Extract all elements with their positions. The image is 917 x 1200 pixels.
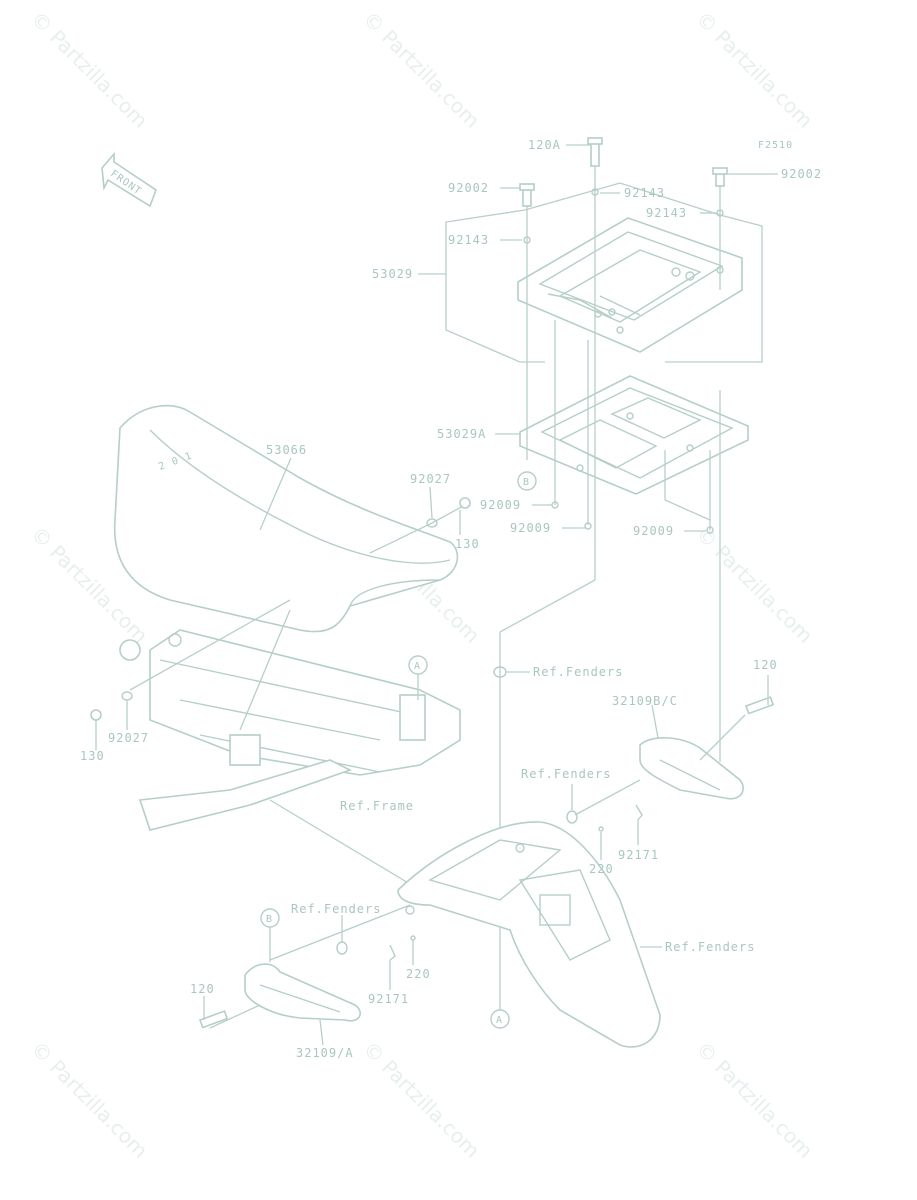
clip-icon (598, 826, 604, 832)
label-ref-fenders-right: Ref.Fenders (665, 940, 755, 954)
bolt-120-left (198, 1010, 229, 1029)
carrier-53029 (517, 217, 743, 353)
label-92143-a: 92143 (624, 186, 665, 200)
bolt-120-right (744, 696, 775, 715)
front-arrow-icon: FRONT (101, 151, 157, 208)
leader-line (699, 714, 746, 761)
label-120a: 120A (528, 138, 561, 152)
label-130-top: 130 (455, 537, 480, 551)
label-92143-b: 92143 (646, 206, 687, 220)
leader-line (239, 609, 291, 731)
collar-icon (584, 522, 592, 530)
callout-b-top: B (517, 471, 537, 491)
watermark: © Partzilla.com (26, 1037, 152, 1163)
clip-icon (410, 935, 416, 941)
grab-bar-right (639, 737, 744, 800)
label-32109bc: 32109B/C (612, 694, 678, 708)
label-130-left: 130 (80, 749, 105, 763)
callout-a-top: A (408, 655, 428, 675)
label-32109a: 32109/A (296, 1046, 354, 1060)
bolt-120a (587, 137, 603, 167)
label-92002-right: 92002 (781, 167, 822, 181)
leader-line (269, 904, 411, 961)
bolt-head-icon (459, 497, 471, 509)
label-92171-right: 92171 (618, 848, 659, 862)
label-92009-b: 92009 (510, 521, 551, 535)
leader-line (209, 1004, 261, 1029)
carrier-plate-53029a (519, 375, 749, 495)
seat-53066: 2 0 1 (113, 405, 459, 633)
group-bracket (524, 182, 763, 363)
part-labels: 120A 92002 92002 92143 92143 92143 53029… (80, 138, 822, 1060)
label-92143-c: 92143 (448, 233, 489, 247)
svg-text:A: A (496, 1015, 503, 1026)
label-92009-c: 92009 (633, 524, 674, 538)
label-120-left: 120 (190, 982, 215, 996)
washer-icon (591, 188, 599, 196)
grommet-icon (566, 810, 578, 824)
label-ref-fenders-left: Ref.Fenders (291, 902, 381, 916)
washer-icon (426, 518, 438, 528)
collar-icon (706, 526, 714, 534)
label-ref-frame: Ref.Frame (340, 799, 414, 813)
leader-lines (499, 145, 721, 1010)
label-92009-a: 92009 (480, 498, 521, 512)
bolt-head-icon (90, 709, 102, 721)
frame (119, 629, 461, 831)
label-ref-fenders-top: Ref.Fenders (533, 665, 623, 679)
svg-text:A: A (414, 661, 421, 672)
clip-icon (389, 944, 396, 961)
washer-icon (523, 236, 531, 244)
callout-a-bottom: A (490, 1009, 510, 1029)
group-bracket (445, 209, 545, 363)
watermark: © Partzilla.com (26, 7, 152, 133)
grommet-icon (336, 941, 348, 955)
grab-bar-left (244, 963, 361, 1022)
grommet-icon (493, 666, 507, 678)
figure-code: F2510 (758, 140, 793, 151)
label-53066: 53066 (266, 443, 307, 457)
label-92171-left: 92171 (368, 992, 409, 1006)
callout-b-bottom: B (260, 908, 280, 928)
watermark: © Partzilla.com (358, 7, 484, 133)
svg-text:B: B (523, 477, 530, 488)
leader-line (431, 504, 466, 524)
washer-icon (121, 691, 133, 701)
label-53029: 53029 (372, 267, 413, 281)
watermark: © Partzilla.com (358, 1037, 484, 1163)
label-92027-left: 92027 (108, 731, 149, 745)
label-220-right: 220 (589, 862, 614, 876)
bolt-92002-left (519, 183, 535, 207)
leader-line (129, 599, 291, 691)
svg-text:B: B (266, 914, 273, 925)
label-92002-left: 92002 (448, 181, 489, 195)
leader-line (369, 522, 433, 554)
leader-line (574, 779, 641, 816)
bolt-92002-right (712, 167, 728, 187)
clip-icon (635, 804, 643, 821)
washer-icon (716, 209, 724, 217)
label-220-left: 220 (406, 967, 431, 981)
watermark: © Partzilla.com (691, 7, 817, 133)
label-120-right: 120 (753, 658, 778, 672)
label-53029a: 53029A (437, 427, 486, 441)
leader-line (269, 799, 421, 891)
watermark: © Partzilla.com (691, 522, 817, 648)
label-ref-fenders-mid: Ref.Fenders (521, 767, 611, 781)
watermark: © Partzilla.com (691, 1037, 817, 1163)
label-leaders (95, 144, 778, 1046)
rear-fender (397, 821, 661, 1048)
label-92027-top: 92027 (410, 472, 451, 486)
